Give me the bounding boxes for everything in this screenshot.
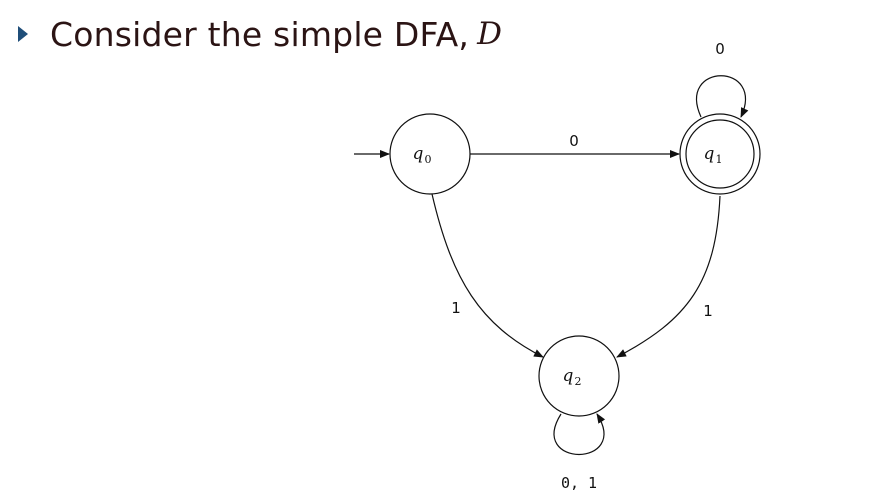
edge-label-q0-q1: 0 (569, 132, 579, 150)
edge-q1-loop (695, 75, 749, 118)
state-q1-outer-circle (679, 113, 761, 195)
slide-title-math: D (477, 16, 502, 52)
triangle-bullet-icon (18, 26, 28, 42)
state-q0-circle (389, 113, 471, 195)
slide-title-text: Consider the simple DFA, (50, 14, 470, 54)
edge-label-q0-q2: 1 (451, 299, 461, 317)
state-q1-accepting-ring (685, 119, 755, 189)
edge-label-q2-loop: 0, 1 (561, 474, 597, 492)
state-q1: q1 (679, 113, 761, 195)
slide-bullet-row: Consider the simple DFA, D (18, 12, 502, 56)
state-q0-label: q0 (413, 144, 432, 166)
state-q1-label: q1 (704, 144, 723, 166)
state-q2-label: q2 (563, 366, 582, 388)
state-q0: q0 (389, 113, 471, 195)
state-q2: q2 (538, 335, 620, 417)
state-q2-circle (538, 335, 620, 417)
edge-label-q1-loop: 0 (715, 40, 725, 58)
edge-q0-q2 (431, 193, 544, 358)
edge-q2-loop (553, 413, 606, 456)
edge-label-q1-q2: 1 (703, 302, 713, 320)
edge-q1-q2 (616, 195, 721, 358)
